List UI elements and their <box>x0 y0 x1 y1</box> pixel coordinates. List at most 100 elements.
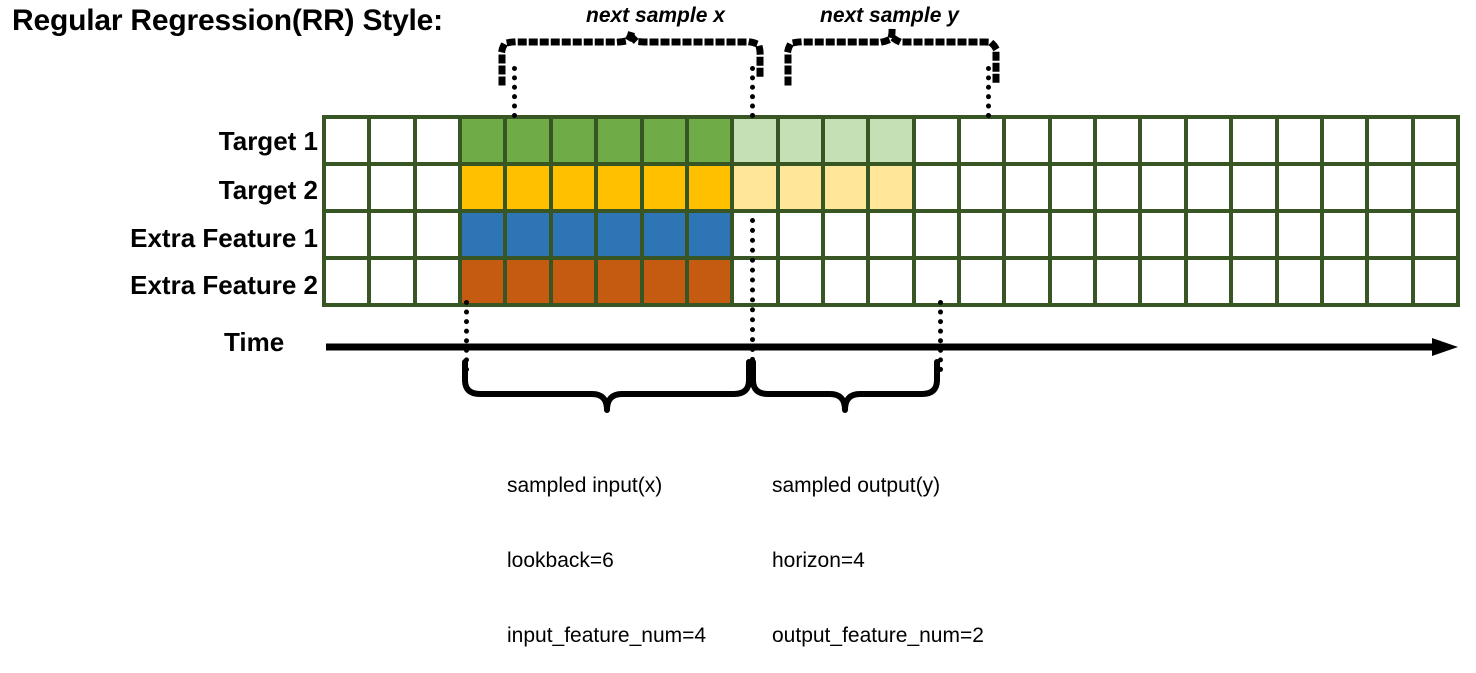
grid-cell <box>1278 260 1320 303</box>
grid-cell <box>371 166 413 209</box>
grid-cell <box>915 260 958 303</box>
grid-cell <box>824 166 867 209</box>
grid-cell <box>824 213 867 256</box>
grid-cell <box>779 260 821 303</box>
grid-cell <box>734 119 776 162</box>
grid-cell <box>552 166 595 209</box>
grid-cell <box>598 260 640 303</box>
sampled-output-feature-num: output_feature_num=2 <box>772 624 984 647</box>
next-sample-y-brace <box>784 31 1000 86</box>
next-sample-x-caption: next sample x <box>586 4 725 27</box>
grid-cell <box>1097 166 1139 209</box>
grid-cell <box>688 213 731 256</box>
grid-cell <box>824 260 867 303</box>
row-label-target-2: Target 2 <box>218 175 318 205</box>
sample-split-guide-line <box>750 218 755 372</box>
timeline-grid <box>322 115 1460 307</box>
grid-cell <box>552 213 595 256</box>
grid-cell <box>1097 260 1139 303</box>
next-sample-x-brace <box>498 31 764 86</box>
grid-cell <box>870 213 912 256</box>
grid-cell <box>1278 166 1320 209</box>
grid-cell <box>371 119 413 162</box>
grid-cell <box>552 119 595 162</box>
grid-cell <box>598 213 640 256</box>
sampled-input-feature-num: input_feature_num=4 <box>507 624 707 647</box>
sampled-input-lookback: lookback=6 <box>507 549 614 572</box>
grid-cell <box>961 213 1003 256</box>
grid-cell <box>507 260 549 303</box>
grid-cell <box>416 213 459 256</box>
grid-cell <box>870 166 912 209</box>
grid-cell <box>1414 166 1456 209</box>
grid-cell <box>1369 213 1411 256</box>
grid-cell <box>1142 260 1184 303</box>
grid-cell <box>1097 119 1139 162</box>
grid-cell <box>1233 260 1275 303</box>
next-sample-x-start-guide-line <box>512 66 517 118</box>
grid-cell <box>1006 119 1048 162</box>
grid-cell <box>462 213 504 256</box>
grid-cell <box>915 119 958 162</box>
grid-cell <box>643 166 685 209</box>
row-label-target-1: Target 1 <box>218 126 318 156</box>
grid-cell <box>779 213 821 256</box>
grid-cell <box>1051 166 1094 209</box>
grid-cell <box>1142 166 1184 209</box>
grid-cell <box>462 166 504 209</box>
grid-cell <box>1006 213 1048 256</box>
sampled-input-caption: sampled input(x) lookback=6 input_featur… <box>507 423 706 673</box>
grid-cell <box>1323 213 1366 256</box>
row-label-extra-feature-1: Extra Feature 1 <box>130 223 318 253</box>
grid-cell <box>643 260 685 303</box>
sample-start-guide-line <box>464 300 469 372</box>
grid-cell <box>1369 260 1411 303</box>
grid-cell <box>326 166 368 209</box>
grid-cell <box>507 119 549 162</box>
grid-cell <box>326 260 368 303</box>
grid-cell <box>688 119 731 162</box>
grid-cell <box>1187 166 1230 209</box>
sampled-output-title: sampled output(y) <box>772 474 941 497</box>
next-sample-x-end-guide-line <box>750 66 755 118</box>
grid-cell <box>961 166 1003 209</box>
sampled-output-horizon: horizon=4 <box>772 549 865 572</box>
grid-cell <box>1006 260 1048 303</box>
grid-cell <box>1187 119 1230 162</box>
grid-cell <box>1187 213 1230 256</box>
grid-cell <box>1187 260 1230 303</box>
grid-cell <box>688 166 731 209</box>
grid-cell <box>326 213 368 256</box>
grid-cell <box>779 119 821 162</box>
grid-cell <box>1278 213 1320 256</box>
grid-cell <box>1278 119 1320 162</box>
grid-cell <box>1142 213 1184 256</box>
grid-cell <box>688 260 731 303</box>
grid-cell <box>1369 119 1411 162</box>
grid-cell <box>1414 260 1456 303</box>
grid-cell <box>371 260 413 303</box>
grid-cell <box>1323 119 1366 162</box>
grid-cell <box>1233 213 1275 256</box>
grid-cell <box>1369 166 1411 209</box>
grid-cell <box>462 119 504 162</box>
grid-cell <box>961 119 1003 162</box>
grid-cell <box>462 260 504 303</box>
grid-cell <box>416 119 459 162</box>
grid-cell <box>1323 166 1366 209</box>
next-sample-y-end-guide-line <box>986 66 991 118</box>
grid-cell <box>1051 119 1094 162</box>
grid-cell <box>326 119 368 162</box>
sampled-input-title: sampled input(x) <box>507 474 663 497</box>
grid-cell <box>1051 260 1094 303</box>
grid-cell <box>824 119 867 162</box>
grid-cell <box>507 166 549 209</box>
sampled-output-brace <box>750 359 940 413</box>
grid-cell <box>915 213 958 256</box>
grid-cell <box>643 213 685 256</box>
grid-cell <box>870 119 912 162</box>
grid-cell <box>1142 119 1184 162</box>
grid-cell <box>598 166 640 209</box>
next-sample-y-caption: next sample y <box>820 4 959 27</box>
grid-cell <box>371 213 413 256</box>
